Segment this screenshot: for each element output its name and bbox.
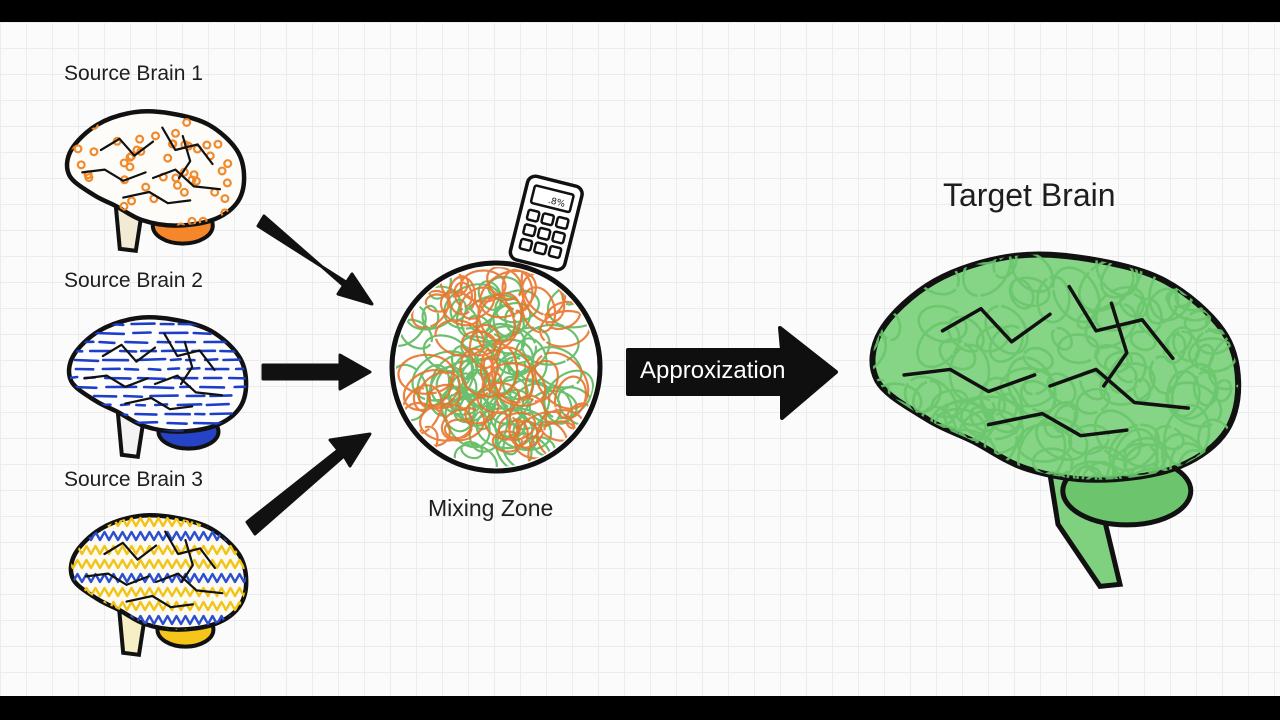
source-brain-3-label: Source Brain 3 (64, 468, 203, 491)
diagram-canvas: .8% (0, 22, 1280, 696)
mixing-zone-label: Mixing Zone (428, 495, 554, 521)
target-brain-folds (902, 284, 1190, 438)
diagram-svg: .8% (64, 109, 1242, 658)
source-brain-1-outline (64, 109, 247, 228)
source-brain-2-folds (83, 332, 224, 411)
arrow-from-source-2 (261, 353, 372, 391)
approximation-label: Approxization (640, 357, 786, 384)
source-brain-3-outline (68, 513, 249, 632)
target-brain-label: Target Brain (943, 177, 1116, 213)
source-brain-1-label: Source Brain 1 (64, 62, 203, 85)
source-brain-2 (66, 315, 249, 460)
source-brain-2-outline (66, 315, 249, 434)
target-brain (869, 251, 1242, 589)
source-brain-3-folds (84, 530, 224, 609)
source-brain-1 (64, 109, 247, 254)
arrow-from-source-3 (245, 432, 372, 536)
source-brain-3 (68, 513, 249, 658)
svg-text:.8%: .8% (547, 196, 566, 210)
source-brain-2-label: Source Brain 2 (64, 269, 203, 292)
source-brain-1-folds (81, 126, 222, 205)
calculator-icon: .8% (508, 174, 584, 272)
approximation-arrow (626, 326, 838, 420)
arrow-from-source-1 (256, 214, 374, 306)
mixing-zone (389, 260, 603, 474)
mixing-zone-scribble (396, 267, 596, 467)
